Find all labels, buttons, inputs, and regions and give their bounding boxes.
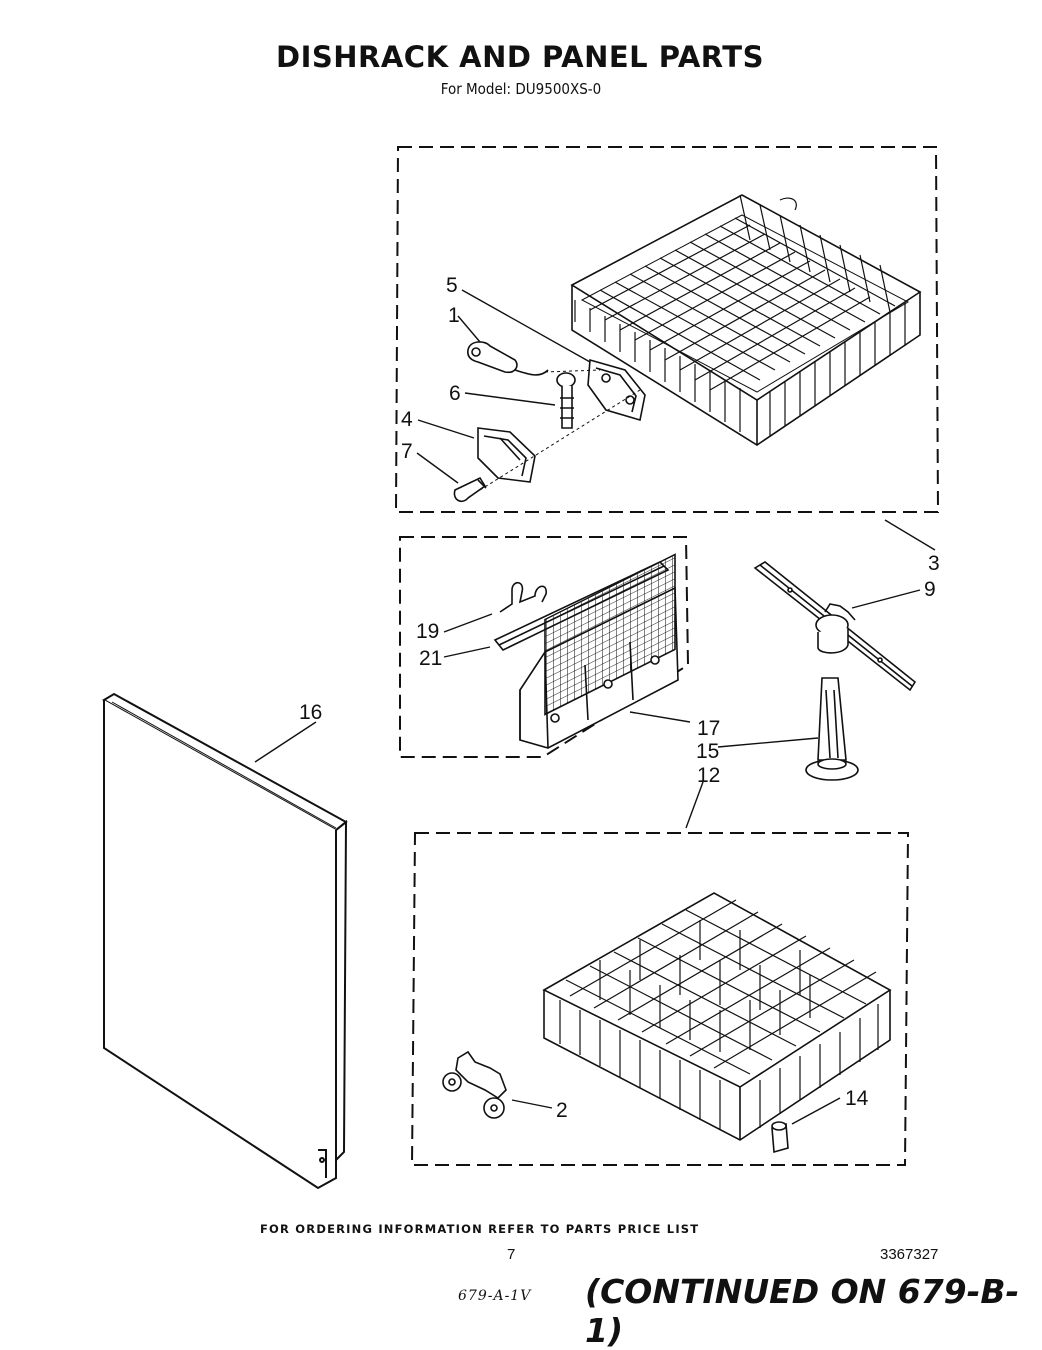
callout-3: 3	[928, 552, 940, 575]
middle-leader-lines	[443, 613, 691, 723]
callout-2: 2	[556, 1099, 568, 1122]
callout-15: 15	[696, 740, 719, 763]
callout-12: 12	[697, 764, 720, 787]
callout-21: 21	[419, 647, 442, 670]
model-subtitle: For Model: DU9500XS-0	[440, 80, 602, 98]
right-leader-lines	[685, 589, 921, 829]
page-number: 7	[507, 1246, 516, 1263]
spray-arm-assembly	[753, 561, 917, 781]
upper-dishrack	[570, 194, 922, 446]
callout-9: 9	[924, 578, 936, 601]
filter-assembly	[493, 553, 679, 749]
callout-4: 4	[401, 408, 413, 431]
door-panel	[102, 692, 348, 1190]
handwritten-reference: 679-A-1V	[458, 1288, 532, 1304]
filter-group-border	[399, 536, 690, 758]
callout-6: 6	[449, 382, 461, 405]
callout-7: 7	[401, 440, 413, 463]
callout-16: 16	[299, 701, 322, 724]
ordering-note: FOR ORDERING INFORMATION REFER TO PARTS …	[260, 1222, 700, 1236]
door-leader-line	[254, 721, 317, 763]
continued-note: (CONTINUED ON 679-B-1)	[585, 1272, 1020, 1350]
upper-rack-group-border	[394, 146, 940, 513]
lower-rack-wheels	[442, 1050, 789, 1154]
lower-leader-lines	[511, 1097, 841, 1125]
callout-19: 19	[416, 620, 439, 643]
callout-5: 5	[446, 274, 458, 297]
callout-14: 14	[845, 1087, 869, 1110]
document-number: 3367327	[880, 1246, 939, 1263]
callout-1: 1	[448, 304, 460, 327]
callout-17: 17	[697, 717, 720, 740]
page-title: DISHRACK AND PANEL PARTS	[276, 40, 764, 74]
lower-rack-group-border	[410, 832, 910, 1166]
lower-dishrack	[542, 892, 892, 1141]
upper-leader-lines	[416, 289, 936, 551]
rack-adjuster-parts	[453, 341, 646, 502]
